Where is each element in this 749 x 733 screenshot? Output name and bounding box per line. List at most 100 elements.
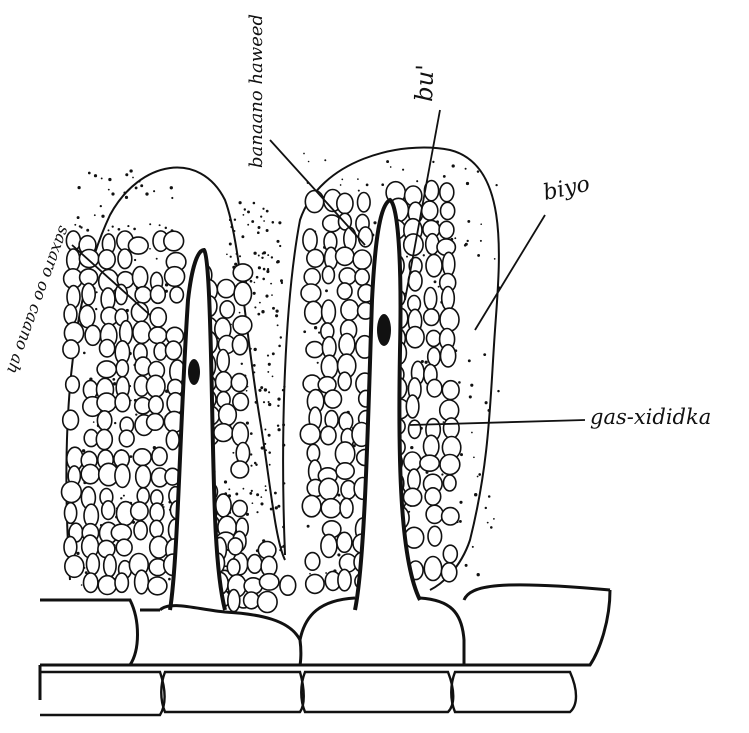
stipple-dot [123,191,126,194]
cell [424,309,439,326]
stipple-dot [242,214,244,216]
stipple-dot [250,348,252,350]
stipple-dot [101,177,103,179]
stipple-dot [275,314,278,317]
stipple-dot [452,164,455,167]
cell [133,449,151,466]
stipple-dot [282,389,285,392]
cell [443,475,456,491]
stipple-dot [487,409,490,412]
stipple-dot [153,190,155,192]
cell [404,452,421,471]
cell [337,193,353,213]
stipple-dot [253,292,256,295]
cell [216,494,231,517]
stipple-dot [325,572,327,574]
stipple-dot [262,278,265,281]
cell [170,287,183,303]
cell [104,555,116,577]
stipple-dot [480,240,482,242]
stipple-dot [480,223,482,225]
stipple-dot [341,179,343,181]
cell [128,237,148,254]
stipple-dot [118,228,121,231]
stipple-dot [263,401,265,403]
cell [305,191,323,213]
cell [319,478,338,500]
cell [442,381,459,400]
stipple-dot [472,546,474,548]
cell [166,341,182,360]
stipple-dot [230,226,232,228]
cell [219,404,237,425]
cell [339,412,353,430]
stipple-dot [458,381,461,384]
stipple-dot [239,312,241,314]
stipple-dot [86,229,89,232]
stipple-dot [270,283,272,285]
cell [305,553,320,571]
stipple-dot [266,210,269,213]
stipple-dot [272,352,275,355]
stipple-dot [283,482,285,484]
cell [306,342,323,358]
stipple-dot [252,502,254,504]
cell [339,268,356,285]
stipple-dot [133,228,136,231]
cell [231,461,249,478]
epidermis-cells [40,585,610,700]
cell [96,429,112,449]
stipple-dot [253,364,256,367]
stipple-dot [465,564,468,567]
cell [116,360,128,377]
cell [355,269,369,285]
cell [165,267,185,287]
stipple-dot [88,172,91,175]
cell [148,577,167,595]
stipple-dot [253,371,255,373]
cell [358,193,371,212]
stipple-dot [94,214,96,216]
cell [232,335,247,355]
cell [424,288,436,310]
stipple-dot [264,443,266,445]
cell [64,537,77,558]
stipple-dot [337,553,340,556]
cell [164,231,184,251]
stipple-dot [120,497,122,499]
stipple-dot [123,495,125,497]
cell [65,503,77,524]
stipple-dot [402,169,404,171]
cell [227,559,240,576]
stipple-dot [254,348,257,351]
stipple-dot [94,174,97,177]
stipple-dot [406,256,408,258]
cell [233,316,252,334]
cell [151,286,166,304]
cell [338,569,351,590]
stipple-dot [466,182,469,185]
cell [228,538,243,555]
stipple-dot [282,526,285,529]
stipple-dot [467,240,469,242]
stipple-dot [254,282,256,284]
stipple-dot [282,545,285,548]
stipple-dot [268,401,270,403]
cell [118,249,132,269]
cell [214,424,233,442]
stipple-dot [246,390,248,392]
cell [228,590,240,612]
leader-sheath [475,215,545,330]
cell [359,227,373,247]
cell [258,592,278,613]
stipple-dot [253,252,256,255]
stipple-dot [268,434,271,437]
cell [97,393,116,412]
stipple-dot [470,384,473,387]
cell [248,555,262,574]
stipple-dot [270,508,273,511]
stipple-dot [135,186,138,189]
cell [119,430,134,447]
stipple-dot [278,345,281,348]
stipple-dot [234,218,236,220]
